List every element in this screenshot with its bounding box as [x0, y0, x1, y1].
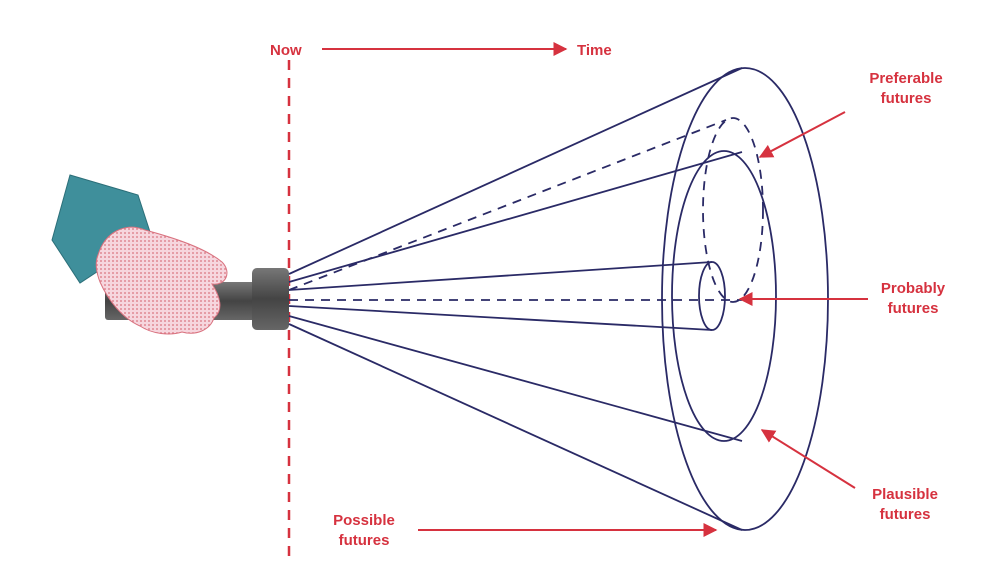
probably-label-line2: futures — [888, 300, 939, 317]
hand-holding-flashlight-icon — [51, 174, 289, 335]
possible-label-line1: Possible — [333, 512, 395, 529]
possible-label-line2: futures — [339, 532, 390, 549]
preferable-futures-cone — [288, 117, 764, 303]
plausible-label-line2: futures — [880, 506, 931, 523]
now-label: Now — [270, 42, 302, 59]
preferable-arrow — [758, 111, 846, 158]
probably-futures-cone — [288, 261, 726, 331]
possible-futures-cone — [288, 67, 829, 531]
probably-label-line1: Probably — [881, 280, 946, 297]
flashlight-head — [252, 268, 289, 330]
plausible-arrow — [760, 429, 856, 489]
glove-icon — [95, 226, 228, 335]
preferable-label-line2: futures — [881, 90, 932, 107]
plausible-label-line1: Plausible — [872, 486, 938, 503]
preferable-label-line1: Preferable — [869, 70, 942, 87]
time-label: Time — [577, 42, 612, 59]
